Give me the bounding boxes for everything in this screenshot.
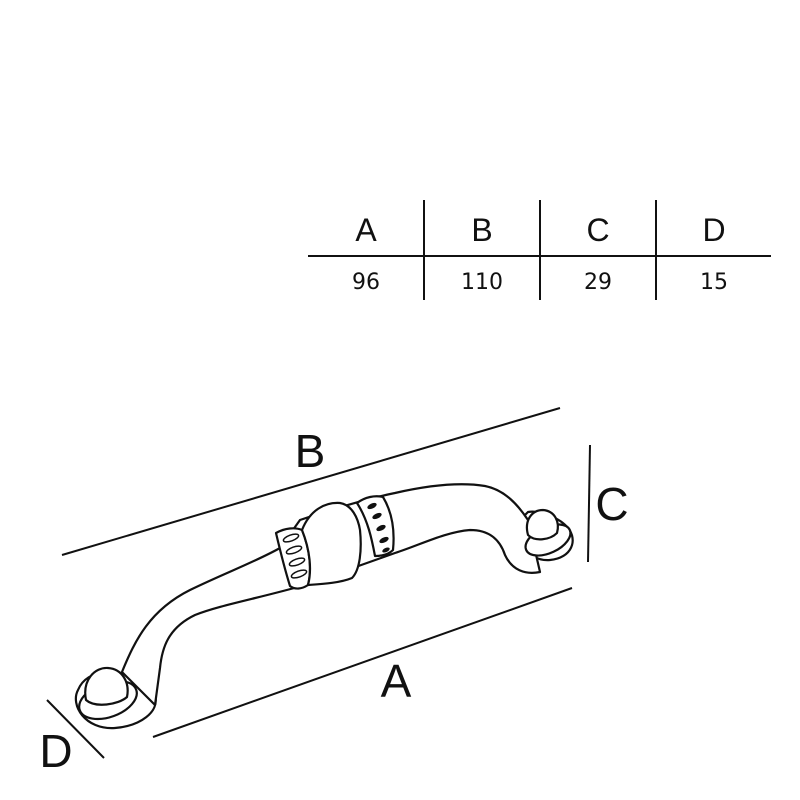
left-rope-pattern: [282, 533, 308, 579]
table-value-c: 29: [584, 270, 612, 295]
table-value-b: 110: [461, 270, 503, 295]
dimension-table: A B C D 96 110 29 15: [308, 200, 771, 300]
table-value-a: 96: [352, 270, 380, 295]
center-ball: [300, 501, 362, 587]
dimension-label-c: C: [595, 478, 628, 530]
cabinet-handle: [74, 483, 574, 730]
dimension-line-c: [587, 444, 591, 563]
dimension-label-a: A: [381, 655, 412, 707]
table-header-a: A: [355, 212, 377, 248]
dimension-label-d: D: [39, 725, 72, 777]
dimension-line-b: [61, 407, 561, 556]
dimension-lines: B A C D: [39, 407, 629, 777]
table-header-d: D: [702, 212, 725, 248]
dimension-label-b: B: [295, 425, 326, 477]
right-knob-dome: [525, 508, 559, 541]
right-rope-pattern: [367, 502, 390, 553]
dimension-line-a: [152, 587, 573, 738]
table-header-c: C: [586, 212, 609, 248]
table-header-b: B: [471, 212, 492, 248]
left-knob-dome: [84, 666, 129, 706]
dimension-line-d: [46, 699, 105, 759]
table-value-d: 15: [700, 270, 728, 295]
